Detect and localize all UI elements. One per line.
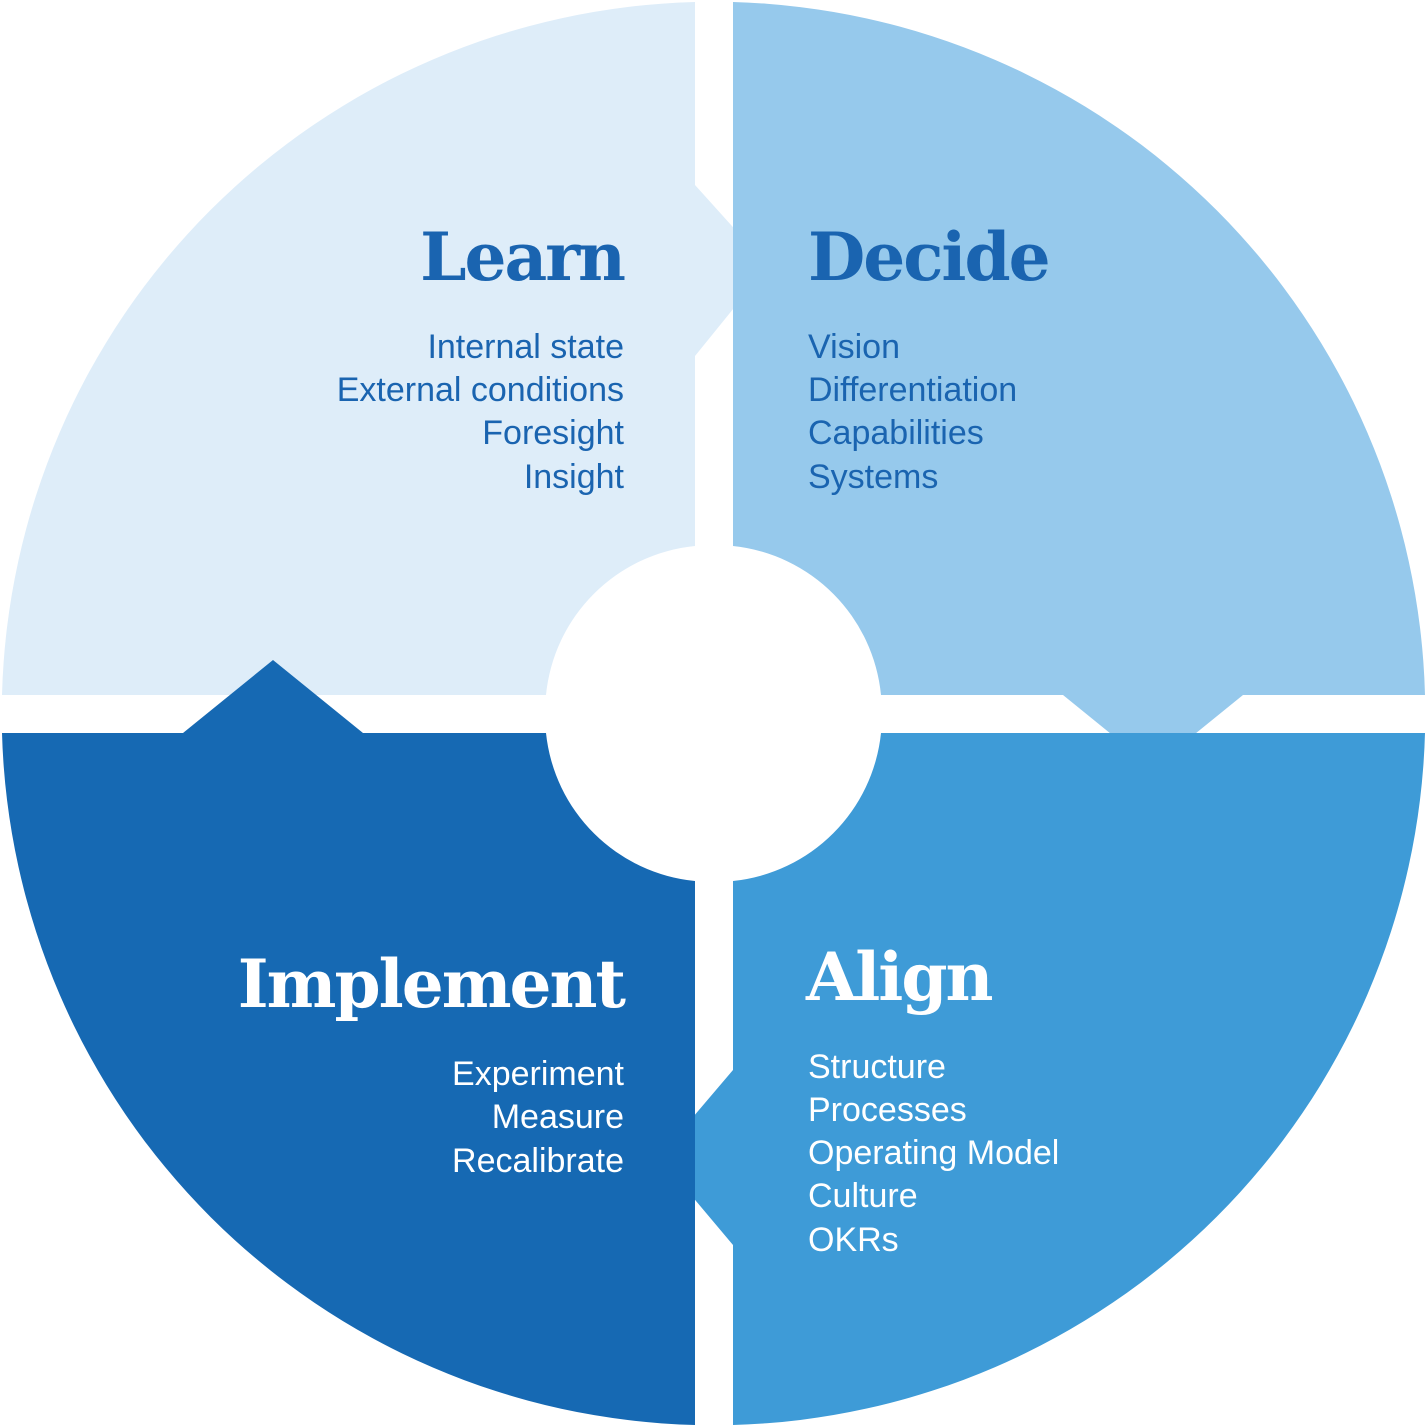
- decide-quadrant: [733, 2, 1425, 768]
- implement-item-experiment: Experiment: [452, 1055, 625, 1093]
- align-title: Align: [805, 938, 993, 1016]
- align-item-structure: Structure: [808, 1048, 946, 1086]
- decide-item-vision: Vision: [808, 328, 900, 366]
- implement-quadrant: [2, 660, 695, 1425]
- decide-title: Decide: [808, 218, 1049, 296]
- learn-quadrant: [2, 2, 768, 695]
- learn-item-foresight: Foresight: [482, 414, 624, 452]
- implement-item-recalibrate: Recalibrate: [452, 1142, 624, 1180]
- align-item-operating-model: Operating Model: [808, 1134, 1059, 1172]
- implement-title: Implement: [238, 945, 627, 1023]
- decide-item-systems: Systems: [808, 458, 938, 496]
- decide-text-group: Decide Vision Differentiation Capabiliti…: [808, 218, 1051, 496]
- align-item-culture: Culture: [808, 1177, 918, 1215]
- decide-item-differentiation: Differentiation: [808, 371, 1017, 409]
- implement-text-group: Implement Experiment Measure Recalibrate: [238, 945, 629, 1180]
- decide-item-capabilities: Capabilities: [808, 414, 984, 452]
- learn-item-insight: Insight: [524, 458, 625, 496]
- learn-item-external-conditions: External conditions: [337, 371, 624, 409]
- align-quadrant: [659, 733, 1425, 1425]
- implement-item-measure: Measure: [492, 1098, 624, 1136]
- learn-title: Learn: [420, 218, 625, 296]
- learn-text-group: Learn Internal state External conditions…: [337, 218, 627, 496]
- learn-item-internal-state: Internal state: [427, 328, 624, 366]
- align-item-okrs: OKRs: [808, 1221, 899, 1259]
- align-item-processes: Processes: [808, 1091, 967, 1129]
- align-text-group: Align Structure Processes Operating Mode…: [805, 938, 1059, 1259]
